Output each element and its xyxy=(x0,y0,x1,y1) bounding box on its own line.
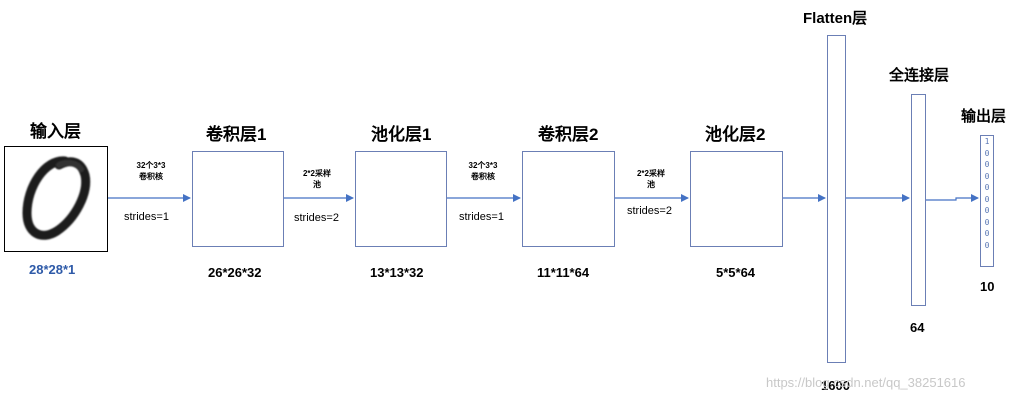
dense-box xyxy=(911,94,926,306)
op2-line1: 2*2采样 xyxy=(302,169,331,178)
op1-strides: strides=1 xyxy=(124,211,169,223)
pool1-box xyxy=(355,151,447,247)
dense-title: 全连接层 xyxy=(889,67,950,84)
op1-label: 32个3*3 卷积核 xyxy=(126,160,176,182)
pool2-box xyxy=(690,151,783,247)
op2-line2: 池 xyxy=(313,180,321,189)
input-layer-title: 输入层 xyxy=(30,122,81,141)
pool2-dim: 5*5*64 xyxy=(716,265,756,280)
pool1-title: 池化层1 xyxy=(371,125,432,144)
output-title: 输出层 xyxy=(961,108,1007,125)
op1-line2: 卷积核 xyxy=(139,172,163,181)
input-layer-dim: 28*28*1 xyxy=(29,262,76,277)
flatten-dim: 1600 xyxy=(821,378,850,393)
input-digit-image xyxy=(4,146,108,252)
op1-line1: 32个3*3 xyxy=(136,161,166,170)
flatten-box xyxy=(827,35,846,363)
arrow-dense-output xyxy=(926,194,979,202)
pool2-title: 池化层2 xyxy=(705,125,766,144)
op4-label: 2*2采样 池 xyxy=(626,168,676,190)
pool1-dim: 13*13*32 xyxy=(370,265,424,280)
conv2-box xyxy=(522,151,615,247)
handwritten-zero-icon xyxy=(22,156,91,240)
op3-strides: strides=1 xyxy=(459,211,504,223)
output-vector: 1 0 0 0 0 0 0 0 0 0 xyxy=(980,135,994,267)
op4-line1: 2*2采样 xyxy=(636,169,665,178)
conv1-title: 卷积层1 xyxy=(206,125,267,144)
conv2-title: 卷积层2 xyxy=(538,125,599,144)
conv1-dim: 26*26*32 xyxy=(208,265,262,280)
op3-line2: 卷积核 xyxy=(471,172,495,181)
conv1-box xyxy=(192,151,284,247)
watermark: https://blog.csdn.net/qq_38251616 xyxy=(766,375,966,390)
op4-line2: 池 xyxy=(647,180,655,189)
dense-dim: 64 xyxy=(910,320,925,335)
op4-strides: strides=2 xyxy=(627,205,672,217)
op2-strides: strides=2 xyxy=(294,212,339,224)
flatten-title: Flatten层 xyxy=(803,10,868,27)
op3-line1: 32个3*3 xyxy=(468,161,498,170)
op3-label: 32个3*3 卷积核 xyxy=(458,160,508,182)
conv2-dim: 11*11*64 xyxy=(537,265,590,280)
output-dim: 10 xyxy=(980,279,995,294)
op2-label: 2*2采样 池 xyxy=(292,168,342,190)
